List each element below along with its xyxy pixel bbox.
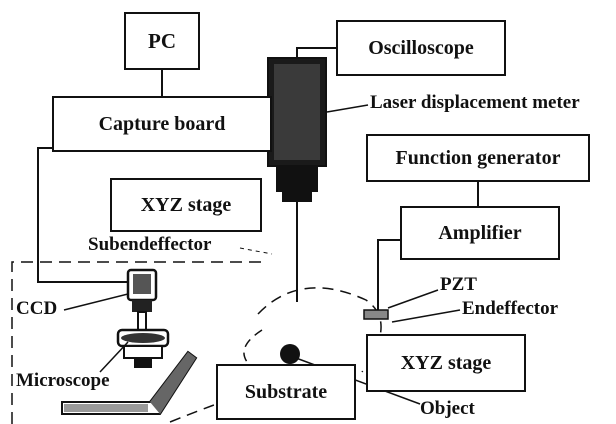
subendeffector-boundary (11, 261, 264, 424)
pzt-element (363, 309, 389, 320)
object-label: Object (420, 398, 475, 419)
pzt-label: PZT (440, 274, 477, 295)
xyz-stage-top-box: XYZ stage (110, 178, 262, 232)
ccd-microscope-assembly (116, 268, 170, 368)
subendeffector-pointer (239, 247, 273, 255)
microscope-pointer (99, 341, 129, 373)
subendeffector-label: Subendeffector (88, 234, 212, 255)
line-osc-laser (296, 47, 336, 58)
pc-box: PC (124, 12, 200, 70)
object-sphere (280, 344, 300, 364)
ccd-label: CCD (16, 298, 58, 319)
laser-pointer (326, 104, 369, 113)
light-guide-bar (61, 350, 198, 415)
substrate-box: Substrate (216, 364, 356, 420)
endeffector-pointer (391, 309, 461, 323)
pzt-pointer (387, 289, 439, 309)
amplifier-box: Amplifier (400, 206, 560, 260)
ccd-pointer (63, 293, 129, 311)
function-generator-box: Function generator (366, 134, 590, 182)
line-capture-ccd (37, 147, 128, 283)
laser-displacement-meter-label: Laser displacement meter (370, 92, 580, 113)
laser-displacement-meter-body (267, 57, 327, 302)
line-amp-pzt (377, 239, 400, 310)
oscilloscope-box: Oscilloscope (336, 20, 506, 76)
xyz-stage-right-box: XYZ stage (366, 334, 526, 392)
capture-board-box: Capture board (52, 96, 272, 152)
microscope-label: Microscope (16, 370, 110, 391)
endeffector-label: Endeffector (462, 298, 559, 319)
